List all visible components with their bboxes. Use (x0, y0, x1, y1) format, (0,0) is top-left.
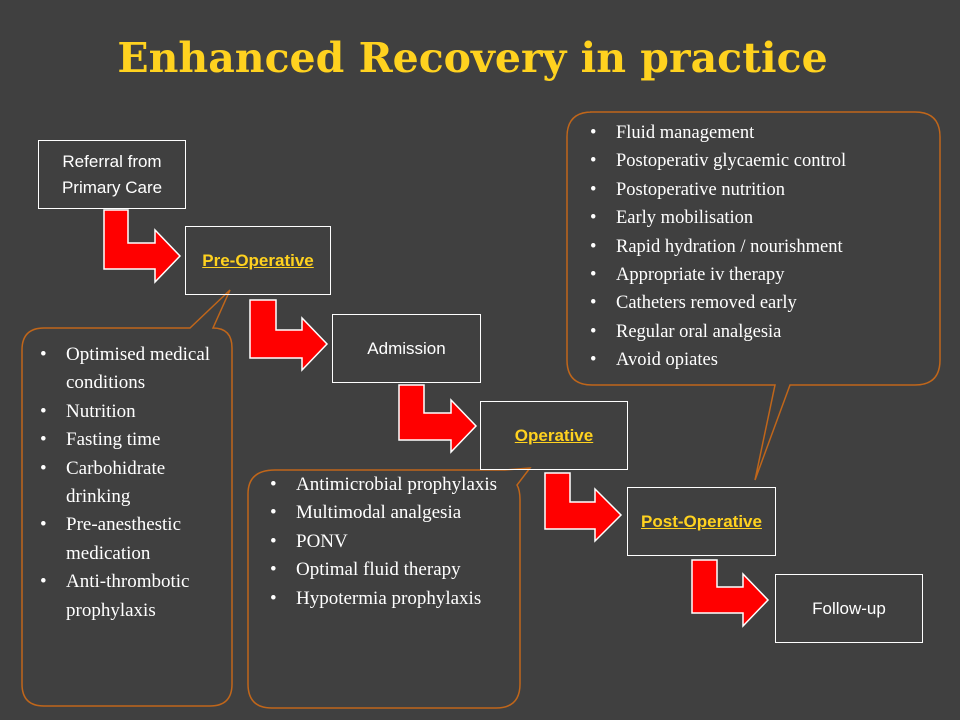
list-item: Pre-anesthestic medication (36, 511, 218, 568)
list-item: Rapid hydration / nourishment (586, 233, 936, 262)
list-item: Fluid management (586, 119, 936, 148)
operative-box: Operative (480, 401, 628, 470)
list-item: Regular oral analgesia (586, 318, 936, 347)
follow-up-box: Follow-up (775, 574, 923, 643)
admission-label: Admission (367, 338, 446, 358)
post-operative-label: Post-Operative (641, 511, 762, 531)
list-item: Multimodal analgesia (266, 499, 516, 528)
post-operative-box: Post-Operative (627, 487, 776, 556)
list-item: Antimicrobial prophylaxis (266, 471, 516, 500)
pre-operative-box: Pre-Operative (185, 226, 331, 295)
pre-operative-callout-list: Optimised medical conditions Nutrition F… (36, 341, 218, 625)
list-item: PONV (266, 528, 516, 557)
arrow-operative-to-post-operative (544, 472, 623, 543)
arrow-admission-to-operative (398, 384, 478, 454)
operative-label: Operative (514, 425, 594, 445)
post-operative-callout-bubble (566, 111, 941, 481)
referral-box: Referral from Primary Care (38, 140, 186, 209)
arrow-pre-operative-to-admission (249, 299, 329, 372)
pre-operative-label: Pre-Operative (202, 250, 314, 270)
arrow-referral-to-pre-operative (103, 209, 182, 284)
list-item: Anti-thrombotic prophylaxis (36, 568, 218, 625)
arrow-post-operative-to-follow-up (691, 559, 770, 628)
admission-box: Admission (332, 314, 481, 383)
post-operative-callout-list: Fluid management Postoperativ glycaemic … (586, 119, 936, 375)
list-item: Optimised medical conditions (36, 341, 218, 398)
referral-label: Referral from Primary Care (61, 151, 163, 197)
list-item: Postoperative nutrition (586, 176, 936, 205)
operative-callout-bubble (247, 467, 532, 709)
list-item: Avoid opiates (586, 346, 936, 375)
follow-up-label: Follow-up (812, 598, 886, 618)
list-item: Catheters removed early (586, 289, 936, 318)
list-item: Postoperativ glycaemic control (586, 147, 936, 176)
page-title: Enhanced Recovery in practice (117, 34, 828, 82)
list-item: Appropriate iv therapy (586, 261, 936, 290)
operative-callout-list: Antimicrobial prophylaxis Multimodal ana… (266, 471, 516, 613)
list-item: Carbohidrate drinking (36, 455, 218, 512)
list-item: Hypotermia prophylaxis (266, 585, 516, 614)
pre-operative-callout-bubble (21, 289, 233, 707)
list-item: Fasting time (36, 426, 218, 455)
list-item: Nutrition (36, 398, 218, 427)
list-item: Optimal fluid therapy (266, 556, 516, 585)
list-item: Early mobilisation (586, 204, 936, 233)
